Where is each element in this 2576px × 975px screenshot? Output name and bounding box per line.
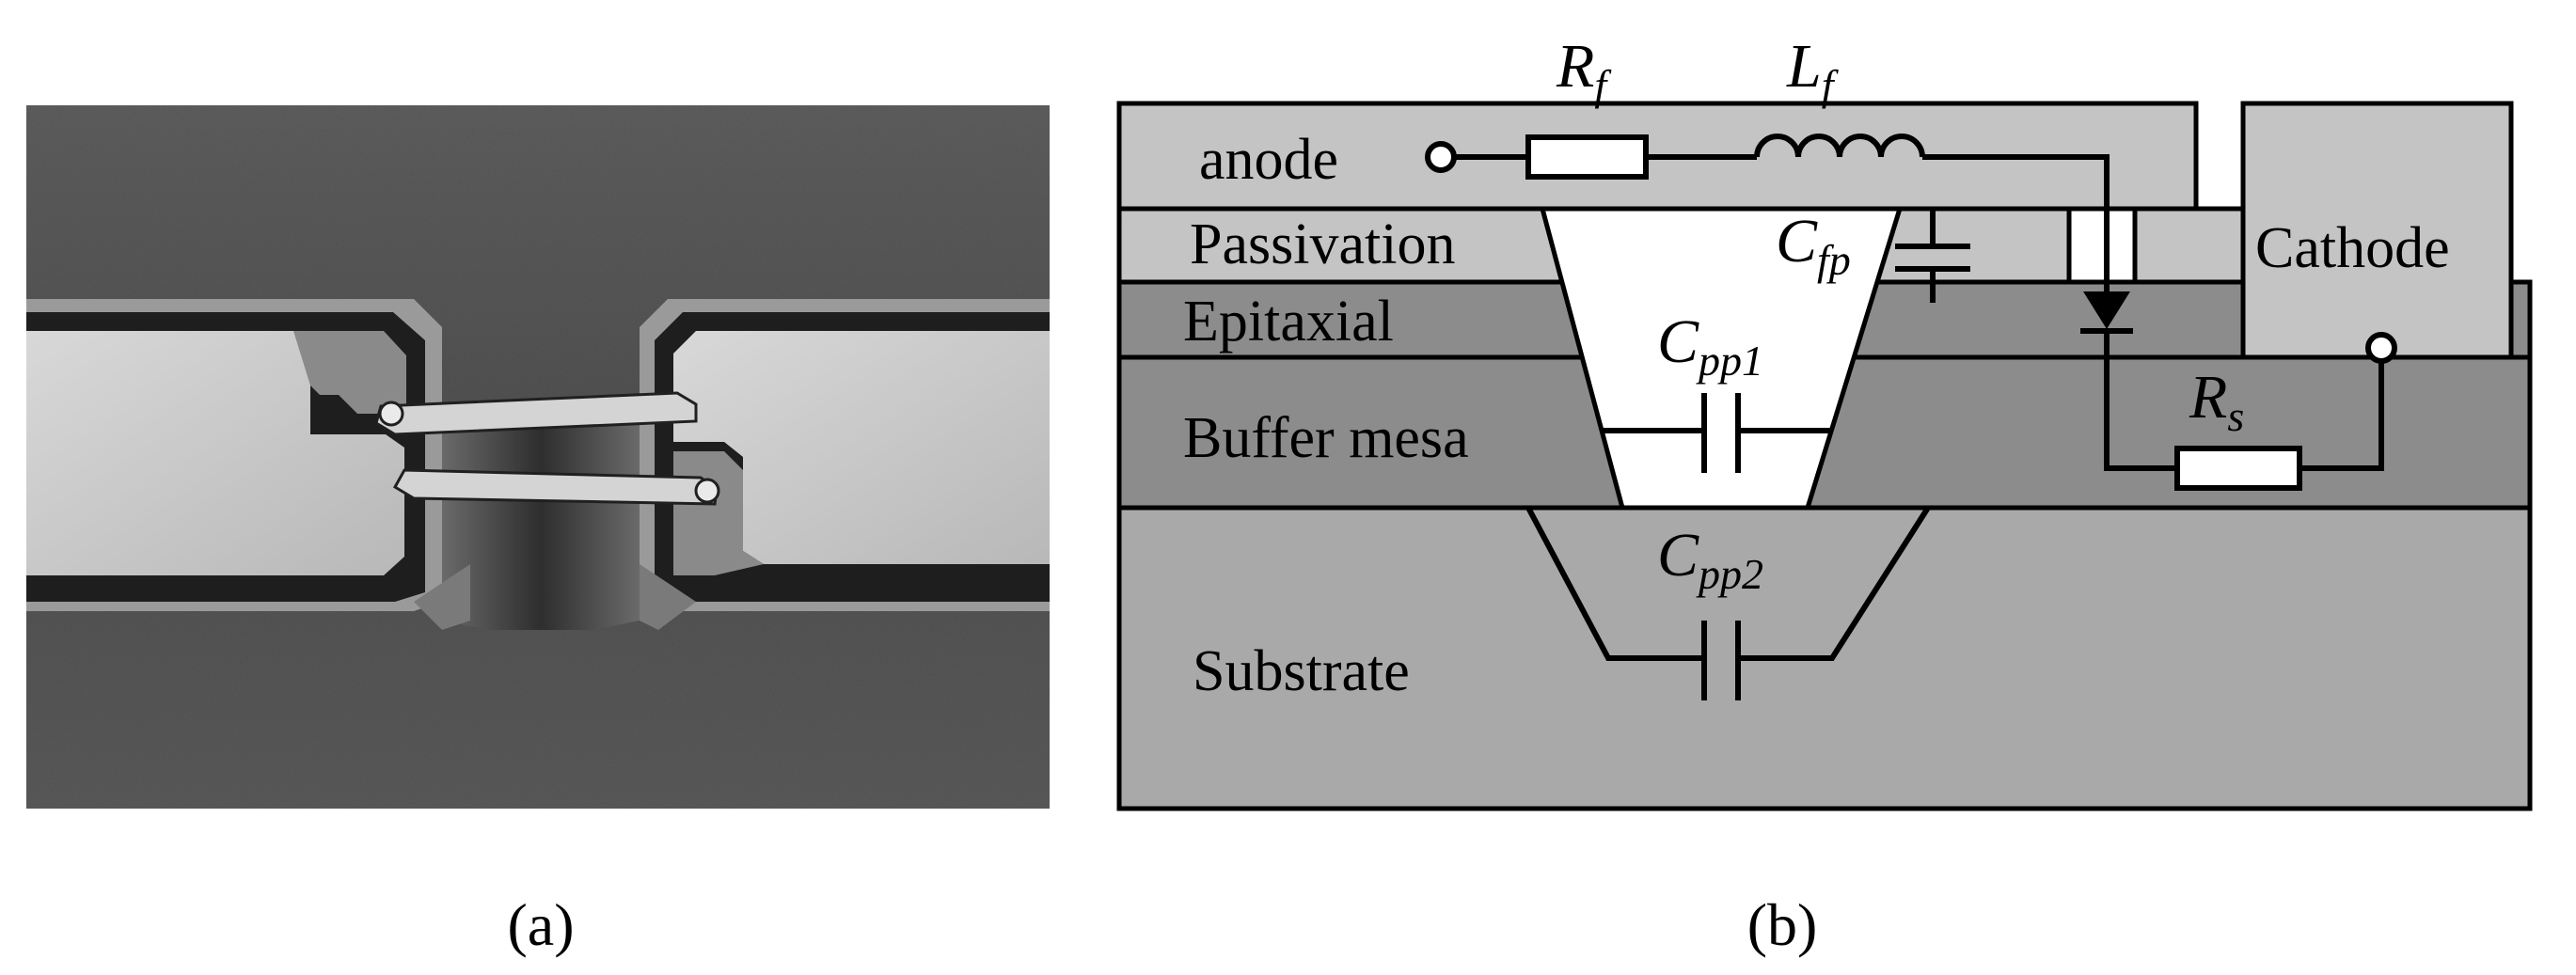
label-lf: Lf xyxy=(1786,32,1840,109)
label-rf: Rf xyxy=(1556,32,1612,109)
sem-right-pad xyxy=(673,331,1050,564)
sem-left-pad-step xyxy=(293,331,406,414)
rs-to-cathode xyxy=(2299,361,2384,471)
label-anode: anode xyxy=(1199,128,1338,192)
label-cathode: Cathode xyxy=(2255,216,2450,280)
label-cfp: Cfp xyxy=(1776,207,1851,284)
caption-a: (a) xyxy=(507,891,574,958)
sem-trench xyxy=(442,404,640,630)
sem-left-pad xyxy=(26,331,404,575)
sem-trench-right-wall xyxy=(640,564,696,630)
diode-symbol xyxy=(2083,291,2130,329)
rf-resistor xyxy=(1525,134,1649,180)
sem-bridge-lower xyxy=(392,468,719,506)
cathode-terminal xyxy=(2365,332,2397,364)
sem-bridge-dot-right xyxy=(694,478,720,504)
cross-section xyxy=(1116,101,2533,811)
label-epitaxial: Epitaxial xyxy=(1183,290,1394,354)
label-rs: Rs xyxy=(2189,363,2244,440)
lf-to-diode xyxy=(1922,154,2110,291)
label-cpp1: Cpp1 xyxy=(1657,307,1763,385)
diode-to-rs xyxy=(2104,331,2177,471)
sem-bridge-upper xyxy=(374,391,698,436)
cpp2-wire xyxy=(1525,506,1702,661)
rs-resistor xyxy=(2174,446,2302,491)
lf-inductor xyxy=(1754,134,1925,158)
sem-trench-left-wall xyxy=(414,564,470,630)
label-substrate: Substrate xyxy=(1193,639,1410,703)
anode-terminal xyxy=(1425,141,1457,173)
caption-b: (b) xyxy=(1747,891,1818,958)
sem-bridge-dot-left xyxy=(378,401,404,427)
label-cpp2: Cpp2 xyxy=(1657,521,1763,598)
label-passivation: Passivation xyxy=(1190,212,1455,276)
cathode-block xyxy=(2240,101,2514,360)
label-buffer-mesa: Buffer mesa xyxy=(1183,406,1469,470)
cpp2-wire-right xyxy=(1740,506,1931,661)
sem-micrograph xyxy=(26,105,1050,809)
